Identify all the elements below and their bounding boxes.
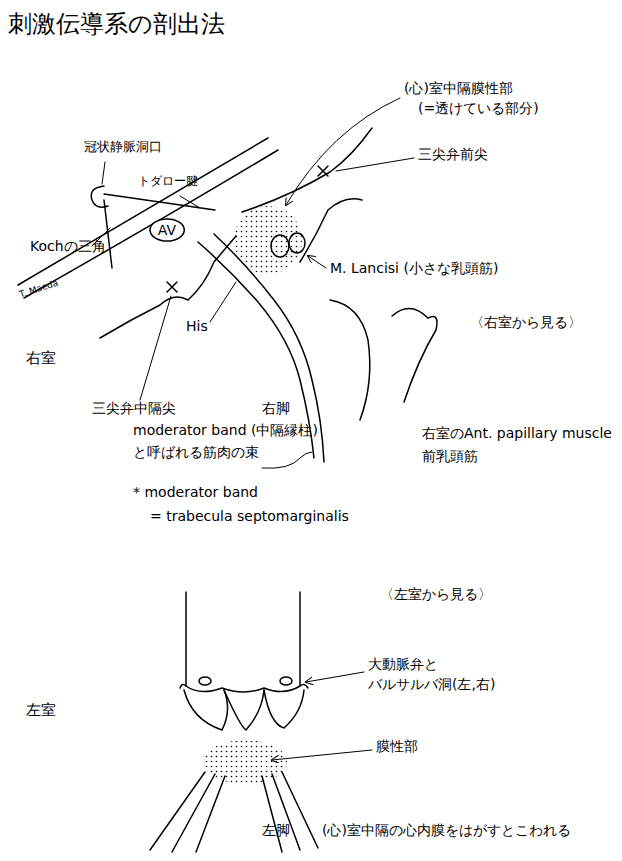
annotation-label: 大動脈弁と [368, 656, 438, 672]
annotation-label: Kochの三角 [30, 238, 106, 254]
annotation-label: 右脚 [262, 400, 290, 416]
av-node-oval: AV [149, 218, 185, 242]
annotation-label: 冠状静脈洞口 [84, 140, 162, 155]
annotation-label: moderator band (中隔縁柱) [133, 422, 318, 438]
annotation-label: (心)室中隔の心内膜をはがすとこわれる [322, 822, 571, 838]
annotation-label: 左脚 [262, 822, 290, 838]
annotation-label: バルサルバ洞(左,右) [368, 676, 495, 692]
annotation-label: トダロー腱 [138, 175, 198, 189]
annotation-label: 〈左室から見る〉 [380, 586, 492, 602]
annotation-label: 右室 [26, 350, 56, 367]
annotation-label: 膜性部 [376, 738, 418, 754]
annotation-label: 〈右室から見る〉 [470, 314, 582, 330]
annotation-label: (=透けている部分) [418, 100, 539, 116]
annotation-label: 三尖弁前尖 [418, 146, 488, 162]
annotation-label: * moderator band [133, 484, 258, 500]
annotation-label: (心)室中隔膜性部 [404, 80, 513, 96]
annotation-label: 三尖弁中隔尖 [92, 400, 176, 416]
annotation-label: 右室のAnt. papillary muscle [422, 425, 612, 441]
annotation-label: = trabecula septomarginalis [150, 508, 349, 524]
title: 刺激伝導系の剖出法 [8, 8, 225, 40]
annotation-label: 前乳頭筋 [422, 448, 478, 464]
annotation-label: His [186, 318, 208, 334]
annotation-label: M. Lancisi (小さな乳頭筋) [330, 260, 498, 276]
node-text: AV [149, 222, 185, 238]
annotation-label: と呼ばれる筋肉の束 [133, 444, 259, 460]
annotation-label: 左室 [26, 702, 56, 719]
